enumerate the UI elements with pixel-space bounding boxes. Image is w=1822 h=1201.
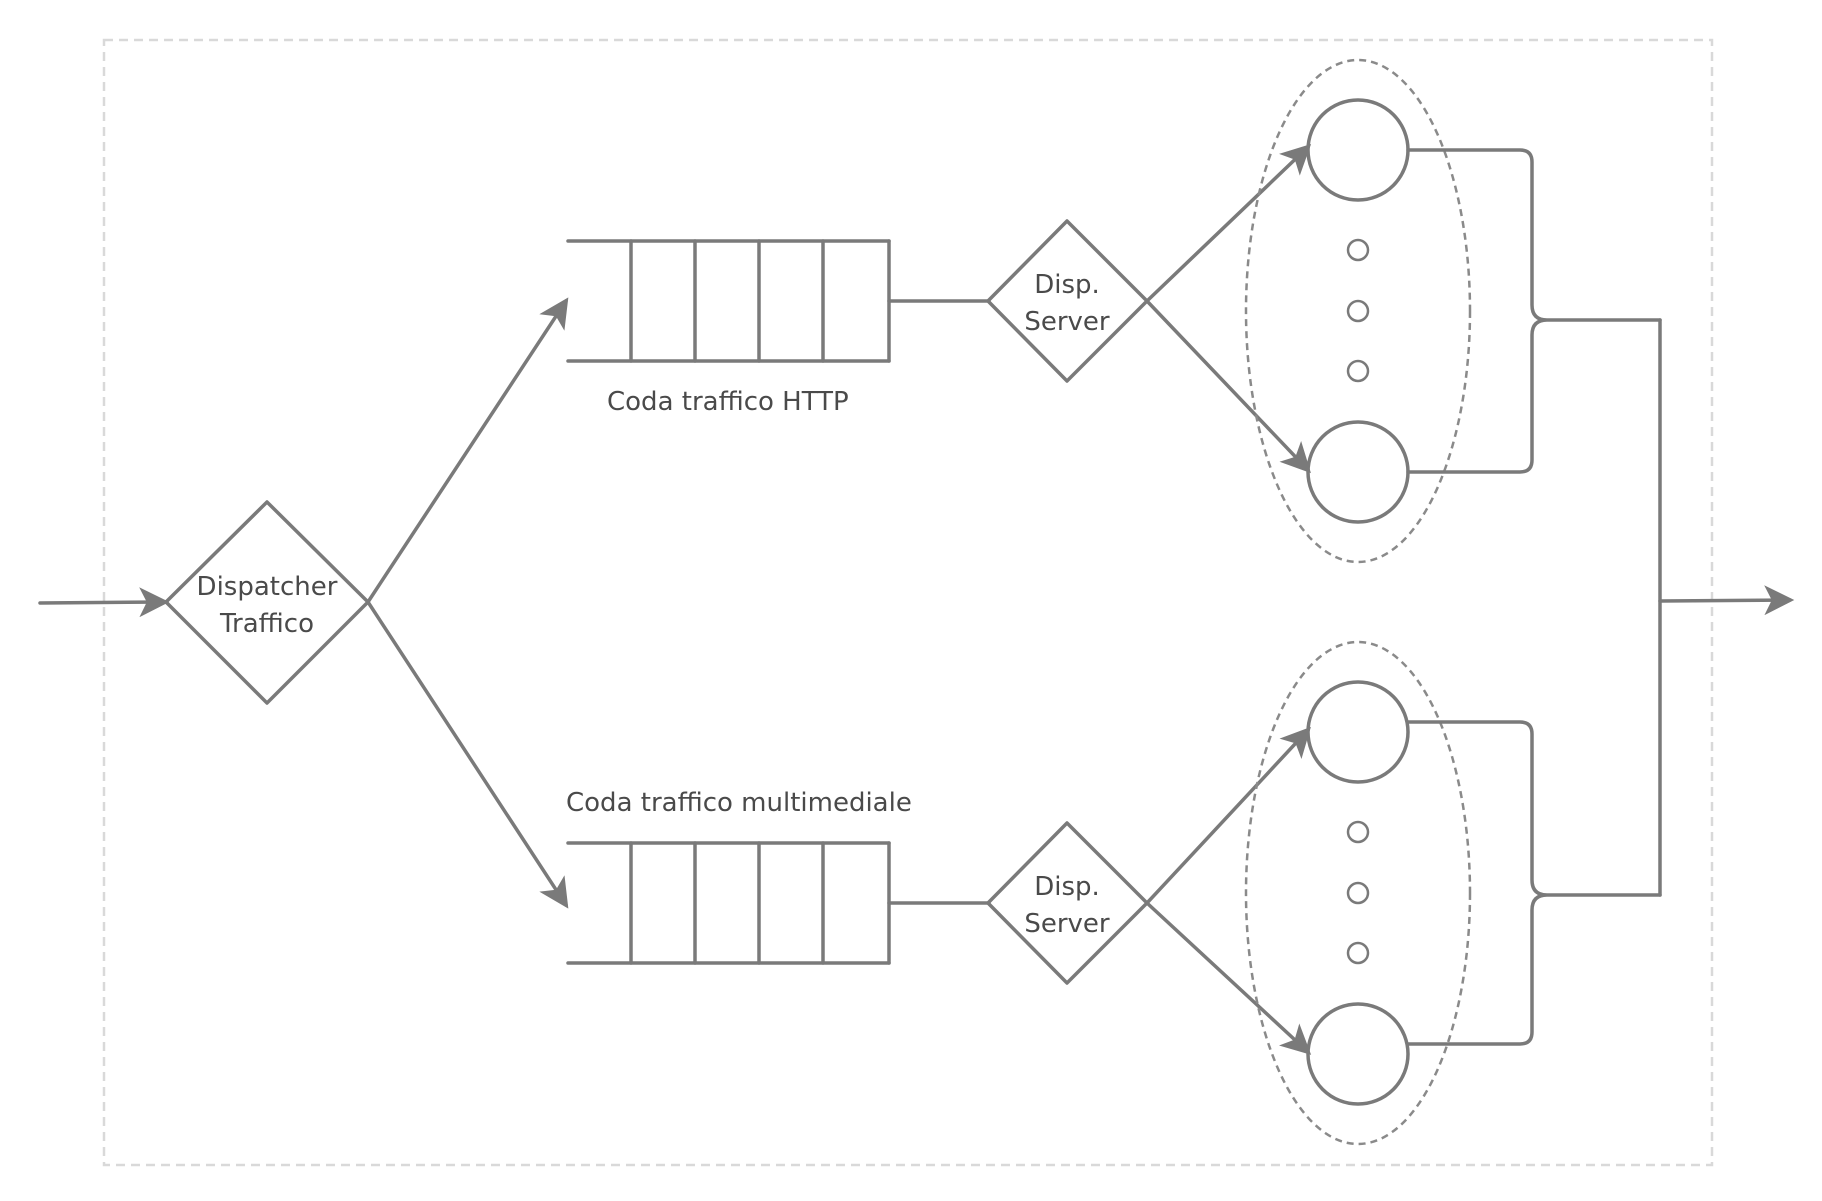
http-server-pool bbox=[1244, 58, 1472, 564]
multimedia-server-dispatcher-diamond bbox=[986, 821, 1149, 985]
http-queue bbox=[566, 239, 891, 363]
output-arrow bbox=[1658, 585, 1795, 616]
http-queue-label: Coda traffico HTTP bbox=[607, 387, 849, 417]
ellipsis-dot bbox=[1346, 359, 1370, 383]
traffic-dispatcher-label-line2: Traffico bbox=[219, 609, 314, 639]
multimedia-server-dispatcher-label-line2: Server bbox=[1024, 909, 1110, 939]
multimedia-server-pool bbox=[1244, 640, 1472, 1146]
arrow-to-multimedia-server-top bbox=[1145, 726, 1311, 905]
multimedia-queue bbox=[566, 841, 891, 965]
http-server-dispatcher-label-line2: Server bbox=[1024, 307, 1110, 337]
multimedia-queue-label: Coda traffico multimediale bbox=[566, 788, 912, 818]
ellipsis-dot bbox=[1346, 238, 1370, 262]
arrow-to-http-server-top bbox=[1145, 144, 1312, 303]
arrow-to-multimedia-server-bottom bbox=[1145, 901, 1312, 1055]
http-server-bottom bbox=[1306, 420, 1410, 524]
http-server-dispatcher-diamond bbox=[986, 219, 1149, 383]
multimedia-server-dispatcher-label-line1: Disp. bbox=[1034, 872, 1100, 902]
ellipsis-dot bbox=[1346, 881, 1370, 905]
http-server-dispatcher-label-line1: Disp. bbox=[1034, 270, 1100, 300]
ellipsis-dot bbox=[1346, 820, 1370, 844]
ellipsis-dot bbox=[1346, 941, 1370, 965]
traffic-dispatcher-diamond bbox=[164, 500, 370, 705]
http-server-top bbox=[1306, 98, 1410, 202]
http-output-merge bbox=[1406, 148, 1662, 474]
multimedia-server-top bbox=[1306, 680, 1410, 784]
ellipsis-dot bbox=[1346, 299, 1370, 323]
multimedia-output-merge bbox=[1406, 720, 1662, 1046]
system-boundary-frame bbox=[102, 38, 1714, 1167]
arrow-to-multimedia-queue bbox=[366, 600, 569, 909]
arrow-to-http-queue bbox=[366, 297, 569, 604]
multimedia-server-bottom bbox=[1306, 1002, 1410, 1106]
traffic-dispatcher-label-line1: Dispatcher bbox=[197, 572, 338, 602]
arrow-to-http-server-bottom bbox=[1145, 299, 1311, 474]
input-arrow bbox=[38, 587, 170, 618]
